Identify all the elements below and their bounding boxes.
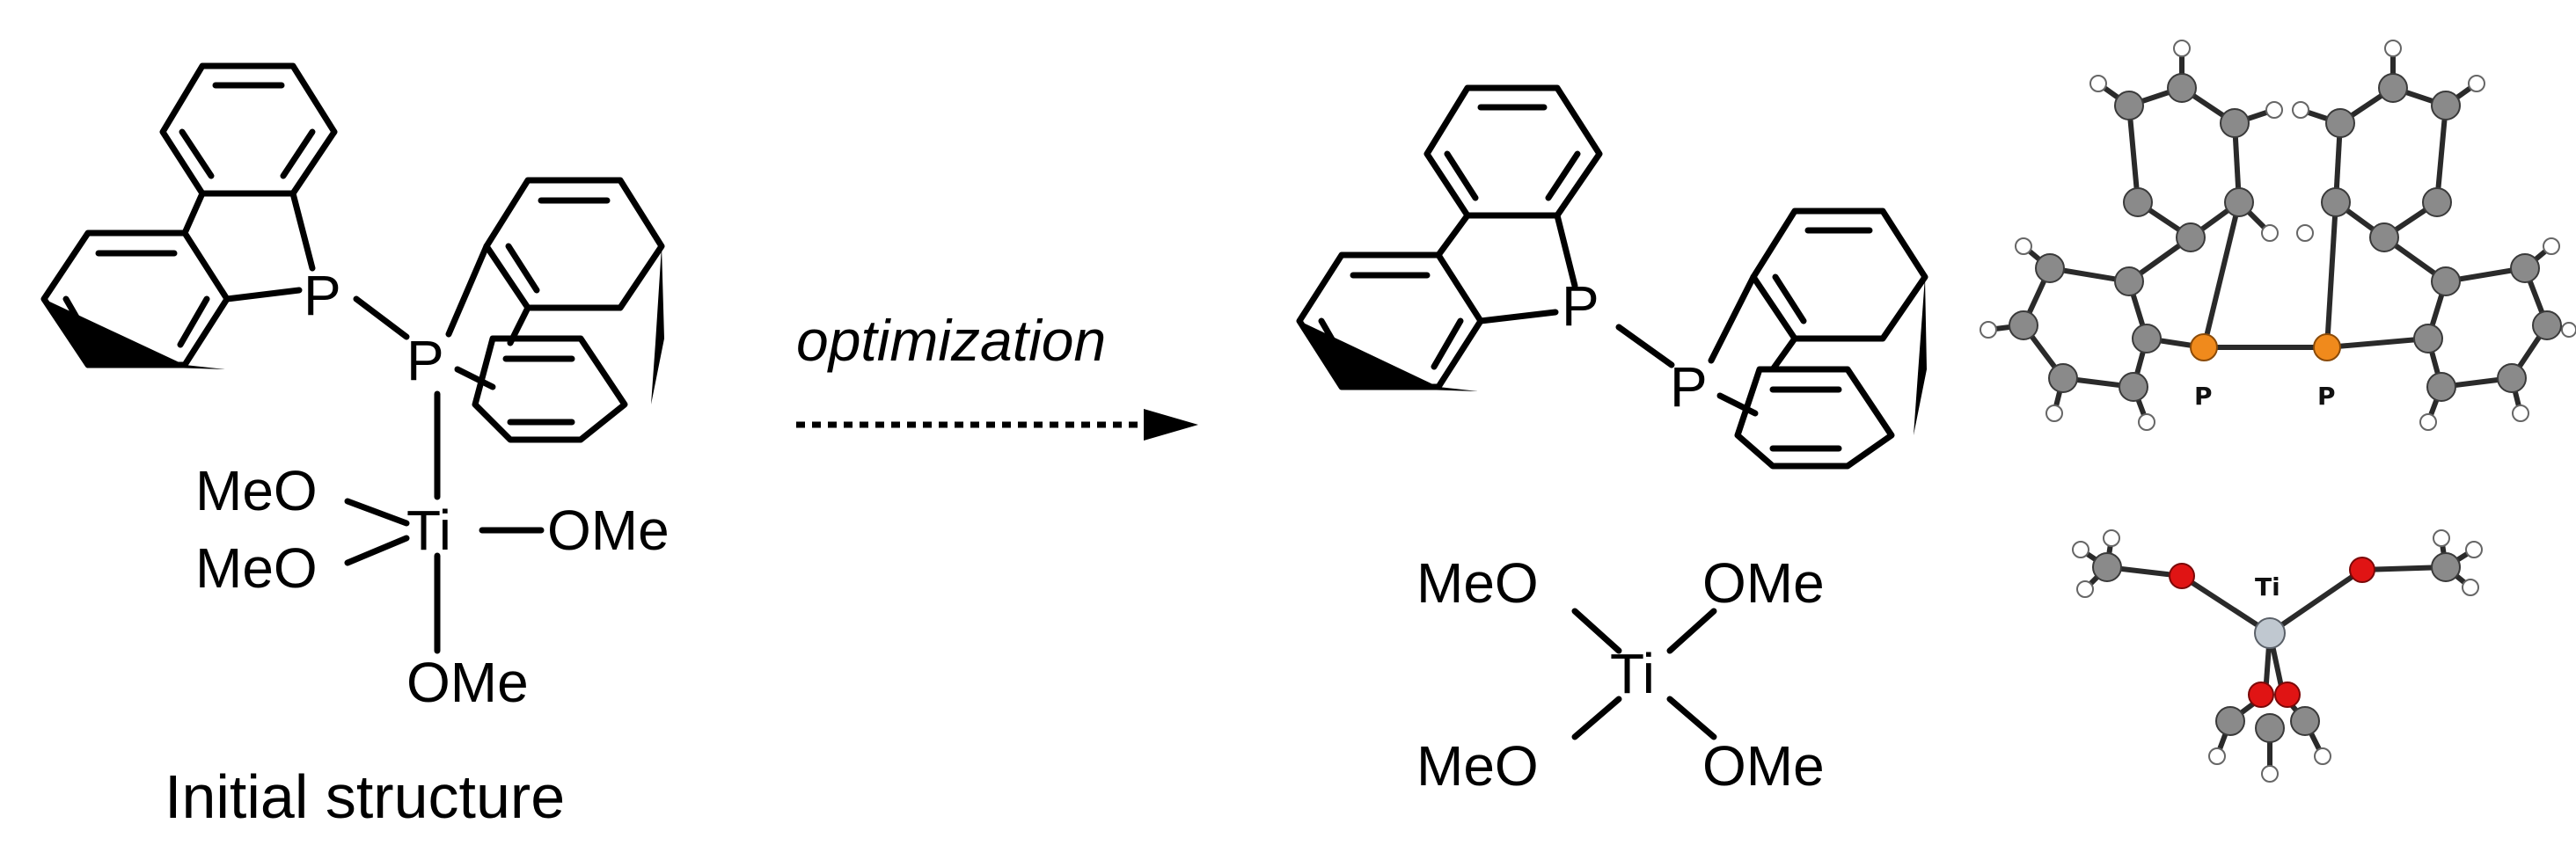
ball-stick-model-lower: Ti [2072,529,2483,783]
ome-right: OMe [547,499,670,562]
phosphorus-atom-2 [2313,333,2341,361]
ome-bottom: OMe [406,651,529,714]
dibenzophosphole-4 [1708,208,1928,470]
atom-p-left-1: P [304,264,341,327]
model-label-p-2: P [2317,382,2336,411]
atom-p-right-1: P [1562,274,1599,338]
arrow-label: optimization [796,308,1106,373]
right-ome-top-right: OMe [1702,551,1825,615]
ome-lower-left: MeO [195,536,318,600]
dibenzophosphole-2 [445,177,665,443]
ome-upper-left: MeO [195,459,318,522]
model-label-p-1: P [2194,382,2213,411]
initial-structure: P P Ti MeO MeO OMe OMe Initial structu [40,62,670,831]
right-ome-bottom-right: OMe [1702,734,1825,798]
dibenzophosphole-1 [40,62,338,369]
dibenzophosphole-3 [1296,84,1603,391]
p-p-bond-left [353,295,410,340]
atom-p-right-2: P [1670,355,1708,419]
ball-stick-model-upper: P P [1980,40,2576,431]
initial-structure-caption: Initial structure [165,762,565,831]
atom-ti-left: Ti [406,499,451,562]
model-label-ti: Ti [2255,572,2280,601]
right-ome-top-left: MeO [1416,551,1539,615]
titanium-atom [2254,617,2286,649]
p-p-bond-right [1615,324,1675,368]
optimized-structure: P P MeO OMe Ti MeO OMe [1296,84,1928,798]
phosphorus-atom-1 [2190,333,2218,361]
right-ome-bottom-left: MeO [1416,734,1539,798]
optimization-arrow: optimization [796,308,1198,441]
atom-p-left-2: P [406,329,444,392]
arrow-head [1144,409,1198,441]
